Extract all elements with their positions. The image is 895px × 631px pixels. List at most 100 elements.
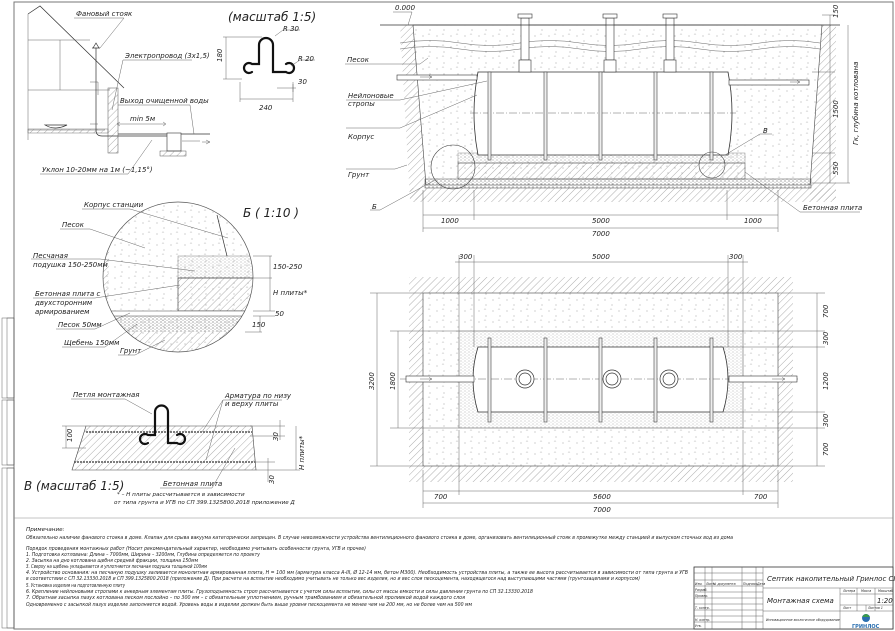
col-header-litera: Литера <box>842 589 855 593</box>
vent-riser-label: Фановый стояк <box>76 10 133 18</box>
detail-b-dim-gravel: 150 <box>252 321 266 329</box>
detail-b-sand50-label: Песок 50мм <box>58 321 102 329</box>
outlet-pipe <box>728 79 810 86</box>
detail-v-slab-label: Бетонная плита <box>163 480 222 488</box>
plan-dim-right-4: 300 <box>822 413 830 427</box>
col-header-scale: Масштаб <box>878 589 893 593</box>
section-dim-base: 550 <box>832 161 840 175</box>
section-sand-label: Песок <box>347 56 370 64</box>
section-mark-b: Б <box>372 203 377 211</box>
plan-view: 300 5000 300 700 5600 700 7000 3200 1800… <box>368 253 830 514</box>
note-line: 3. Сверху на щебень укладывается и уплот… <box>26 564 208 570</box>
detail-b-dim-pillow: 150-250 <box>273 263 303 271</box>
detail-b-pillow-label-1: Песчаная <box>33 252 68 260</box>
note-line: в соответствии с СП 32.13330.2018 и СП 3… <box>26 576 640 582</box>
note-line: 7. Обратная засыпка пазух котлована песк… <box>26 595 466 601</box>
section-dim-right: 1000 <box>744 217 762 225</box>
product-name: Септик накопительный Гринлос СП 10 <box>767 575 895 583</box>
role-label: Утв. <box>695 624 702 628</box>
sign-header: Лист <box>705 582 714 586</box>
company-slogan: Инновационное экологичное оборудование <box>766 618 840 622</box>
sheets-label: Листов 1 <box>867 606 883 610</box>
detail-v-title: В (масштаб 1:5) <box>24 479 124 493</box>
inlet-pipe <box>396 74 478 81</box>
note-line: Одновременно с засыпкой пазух изделие за… <box>26 602 473 608</box>
sheet-frame <box>13 1 894 630</box>
note-line: Обязательно наличие фанового стояка в до… <box>26 535 733 541</box>
section-body-label: Корпус <box>348 133 374 141</box>
plan-dim-pillow-width: 1800 <box>389 372 397 390</box>
title-block: Изм. Лист № документа Подпись Дата Разра… <box>693 566 895 630</box>
tank-risers <box>517 13 678 73</box>
plan-dim-right-2: 300 <box>822 331 830 345</box>
plan-dim-top-right: 300 <box>729 253 743 261</box>
sign-header: Подпись <box>743 582 757 586</box>
note-line: 4. Устройство основания: на песчаную под… <box>26 569 688 576</box>
cable-label: Электропровод (3х1,5) <box>124 52 210 60</box>
detail-b-dim-sand: 50 <box>275 310 284 318</box>
level-mark: 0.000 <box>395 4 416 12</box>
detail-v-loop-label: Петля монтажная <box>73 391 139 399</box>
note-line: 5. Установка изделия на подготовленную п… <box>26 583 125 589</box>
role-label: Н. контр. <box>695 618 710 622</box>
detail-b-gravel-label: Щебень 150мм <box>64 339 120 347</box>
detail-v-footnote-1: * – Н плиты рассчитывается в зависимости <box>117 492 245 498</box>
loop-r30-dim: R 30 <box>283 25 300 33</box>
logo-text: ГРИНЛОС <box>852 624 880 630</box>
binding-strip <box>1 317 15 629</box>
plan-dim-width: 3200 <box>368 372 376 390</box>
note-line: 6. Крепление нейлоновыми стропами к анке… <box>26 589 533 595</box>
section-view: 0.000 Песок Нейлоновые стропы Корпус Гру… <box>345 4 862 238</box>
plan-straps <box>487 337 714 423</box>
detail-b-slab-label-2: двухсторонним <box>34 299 93 307</box>
scale-value: 1:20 <box>877 597 893 605</box>
tank-straps <box>487 71 714 161</box>
detail-b: Б ( 1:10 ) Корпус станции Песок Песчаная… <box>31 201 308 356</box>
sheet-label: Лист <box>842 606 851 610</box>
detail-b-slab-label-1: Бетонная плита с <box>35 290 101 298</box>
col-header-mass: Масса <box>861 589 871 593</box>
plan-dim-top-left: 300 <box>459 253 473 261</box>
loop-width-dim: 240 <box>259 104 273 112</box>
section-depth-label: Гк, глубина котлована <box>852 62 860 145</box>
section-straps-label-1: Нейлоновые <box>348 92 394 100</box>
sign-header: Изм. <box>695 582 703 586</box>
detail-b-body-label: Корпус станции <box>84 201 144 209</box>
detail-v-dim-100: 100 <box>66 428 74 442</box>
section-mark-v: В <box>763 127 768 135</box>
min-distance-label: min 5м <box>130 115 156 123</box>
plan-dim-right-5: 700 <box>822 442 830 456</box>
loop-offset-dim: 30 <box>298 78 307 86</box>
detail-v-dim-bottom: 30 <box>268 475 276 484</box>
plan-dim-right-1: 700 <box>822 304 830 318</box>
detail-b-sand-label: Песок <box>62 221 85 229</box>
detail-v-footnote-2: от типа грунта и УГВ по СП 399.1325800.2… <box>114 500 295 506</box>
loop-r20-dim: R 20 <box>298 55 315 63</box>
note-line: Порядок проведения монтажных работ (Носи… <box>26 546 366 552</box>
notes-heading: Примечание: <box>26 527 65 533</box>
plan-dim-total: 7000 <box>593 506 611 514</box>
detail-b-ground-label: Грунт <box>120 347 142 355</box>
role-label: Провер. <box>695 594 708 598</box>
detail-b-slab-label-3: армированием <box>35 308 90 316</box>
slope-label: Уклон 10-20мм на 1м (~1,15°) <box>42 166 153 174</box>
riser-hatches <box>515 369 679 389</box>
loop-detail: (масштаб 1:5) 180 R 30 R 20 30 240 <box>216 10 316 112</box>
section-dim-left: 1000 <box>441 217 459 225</box>
role-label: Разраб. <box>695 588 708 592</box>
section-dim-top: 150 <box>832 4 840 18</box>
sign-header: Дата <box>756 582 765 586</box>
detail-v: Петля монтажная Арматура по низу и верху… <box>24 391 306 506</box>
detail-b-pillow-label-2: подушка 150-250мм <box>33 261 109 269</box>
section-straps-label-2: стропы <box>348 100 375 108</box>
detail-v-rebar-label-1: Арматура по низу <box>224 392 292 400</box>
role-label: Т. контр. <box>695 606 710 610</box>
sign-header: № документа <box>712 582 736 586</box>
detail-v-rebar-label-2: и верху плиты <box>225 400 279 408</box>
loop-height-dim: 180 <box>216 48 224 62</box>
loop-detail-title: (масштаб 1:5) <box>228 10 316 24</box>
section-dim-body: 1500 <box>832 100 840 118</box>
plan-dim-top-middle: 5000 <box>592 253 610 261</box>
plan-dim-bottom-right: 700 <box>754 493 768 501</box>
detail-v-dim-h: Н плиты* <box>298 435 306 470</box>
